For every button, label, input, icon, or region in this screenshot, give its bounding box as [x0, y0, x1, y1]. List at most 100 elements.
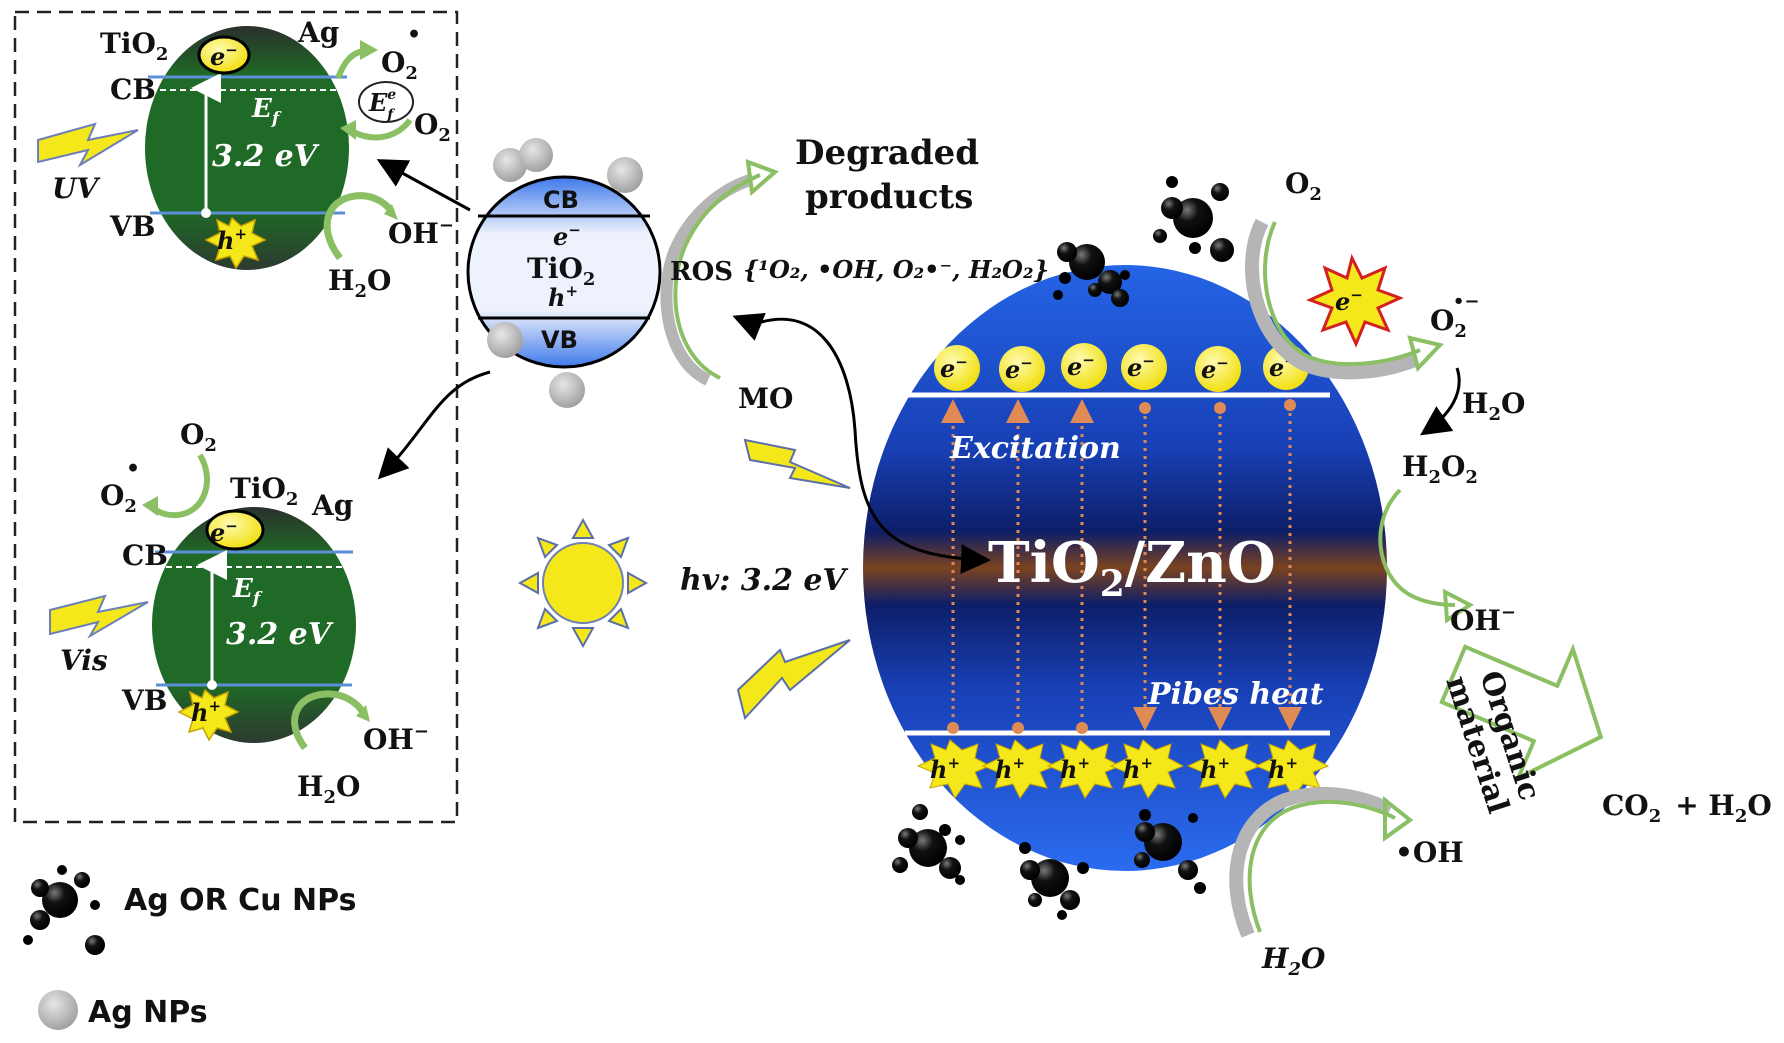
products-label: products [805, 177, 973, 217]
center-tio2-label: TiO2 [527, 252, 595, 290]
h2o-label: H2O [328, 264, 391, 302]
sun-icon [517, 517, 649, 649]
electron-icon: e− [999, 346, 1045, 392]
hole-burst-icon [204, 216, 267, 270]
green-arrow-icon [1442, 588, 1474, 624]
electron-icon [205, 509, 265, 551]
tio2-label: TiO2 [100, 27, 168, 65]
vb-label: VB [121, 684, 167, 717]
electron-label: e− [210, 41, 238, 71]
oh-radical-label: •OH [1395, 836, 1464, 869]
center-vb-label: VB [541, 326, 578, 354]
hole-burst-icon: h+ [1186, 739, 1262, 799]
hole-burst-icon: h+ [1046, 739, 1122, 799]
black-np-cluster [1053, 242, 1130, 307]
green-arrow-icon [1407, 335, 1444, 372]
green-arrow-icon [340, 120, 356, 140]
electron-row: e− e− e− e− e− e− [934, 343, 1309, 392]
band-gap-label: 3.2 eV [212, 139, 320, 174]
o2-radical-label: O2 [100, 479, 137, 517]
arrow-icon [1420, 367, 1461, 436]
burst-electron-label: e− [1335, 286, 1363, 316]
main-particle-title: TiO2/ZnO [988, 530, 1276, 605]
hv-label: hv: 3.2 eV [680, 563, 848, 598]
inset-uv-particle: Ef 3.2 eV [145, 26, 349, 270]
electron-icon: e− [1121, 344, 1167, 390]
ag-label: Ag [311, 489, 353, 522]
ros-label: ROS [670, 257, 733, 287]
radical-dot: • [407, 22, 421, 48]
green-arrow-icon [745, 158, 779, 196]
hole-burst-icon: h+ [1109, 739, 1185, 799]
o2-label: O2 [414, 108, 451, 146]
hole-burst-icon: h+ [1254, 739, 1330, 799]
hole-row: h+ h+ h+ h+ h+ h+ [916, 739, 1330, 799]
black-np-cluster [1019, 842, 1089, 920]
inset-vis-particle: Ef 3.2 eV [152, 507, 356, 743]
black-np-cluster [1134, 809, 1206, 894]
o2-label: O2 [180, 418, 217, 456]
legend-ag-icon [38, 990, 78, 1030]
inset-dashed-box [13, 10, 459, 824]
lightning-icon [736, 639, 851, 721]
svg-text:h+: h+ [995, 754, 1025, 784]
ag-np-icon [487, 322, 523, 358]
black-np-cluster [892, 804, 965, 885]
superoxide-label: O2•− [1430, 291, 1480, 342]
center-electron-label: e− [553, 221, 581, 251]
oh-label: OH− [363, 721, 429, 756]
uv-lightning-icon [37, 122, 139, 168]
excitation-arrows [941, 399, 1302, 734]
tio2-label: TiO2 [230, 472, 298, 510]
fermi-level-label: Ef [232, 574, 263, 609]
svg-text:h+: h+ [1060, 754, 1090, 784]
ag-label: Ag [297, 16, 339, 49]
hole-label: h+ [191, 697, 221, 727]
co2-h2o-label: CO2+ H2O [1602, 789, 1772, 827]
ros-species-label: {¹O₂, •OH, O₂•⁻, H₂O₂} [743, 255, 1049, 284]
bottom-h2o-label: H2O [1261, 942, 1326, 980]
hole-burst-icon: h+ [916, 739, 992, 799]
uv-label: UV [52, 172, 101, 205]
svg-text:e−: e− [1005, 354, 1033, 384]
electron-label: e− [210, 517, 238, 547]
mo-label: MO [738, 382, 793, 415]
vis-lightning-icon [49, 594, 149, 639]
center-tio2-particle [466, 175, 662, 369]
hole-burst-icon: h+ [981, 739, 1057, 799]
electron-icon: e− [934, 345, 980, 391]
svg-text:e−: e− [1201, 354, 1229, 384]
oh-label: OH− [388, 215, 454, 250]
lightning-icon [743, 438, 851, 489]
band-gap-label: 3.2 eV [226, 617, 334, 652]
ag-np-icon [519, 138, 553, 172]
mo-arrow [751, 317, 991, 575]
hole-burst-icon [177, 688, 240, 742]
o2-radical-label: O2 [381, 46, 418, 84]
arrow-to-vis-inset [377, 370, 491, 480]
h2o-label: H2O [297, 770, 360, 808]
legend-agcu-icon [23, 865, 105, 955]
main-tio2-zno-particle [863, 265, 1387, 871]
legend-agcu-label: Ag OR Cu NPs [124, 883, 356, 918]
right-o2-label: O2 [1285, 167, 1322, 205]
svg-text:e−: e− [1067, 351, 1095, 381]
h2o2-label: H2O2 [1402, 450, 1478, 488]
excitation-label: Excitation [949, 431, 1121, 466]
cb-label: CB [110, 73, 156, 106]
hole-label: h+ [217, 225, 247, 255]
radical-dot: • [126, 456, 140, 482]
ag-np-icon [607, 157, 643, 193]
black-np-cluster [1153, 176, 1234, 262]
legend-ag-label: Ag NPs [88, 995, 208, 1030]
green-arrow-icon [142, 496, 158, 516]
organic-material-arrow [1439, 643, 1604, 783]
pibes-heat-label: Pibes heat [1147, 677, 1324, 712]
right-h2o-label: H2O [1462, 387, 1525, 425]
electron-icon [197, 35, 251, 75]
arrow-to-uv-inset [376, 159, 471, 212]
ag-np-icon [493, 148, 527, 182]
green-arrow-icon [360, 40, 378, 60]
